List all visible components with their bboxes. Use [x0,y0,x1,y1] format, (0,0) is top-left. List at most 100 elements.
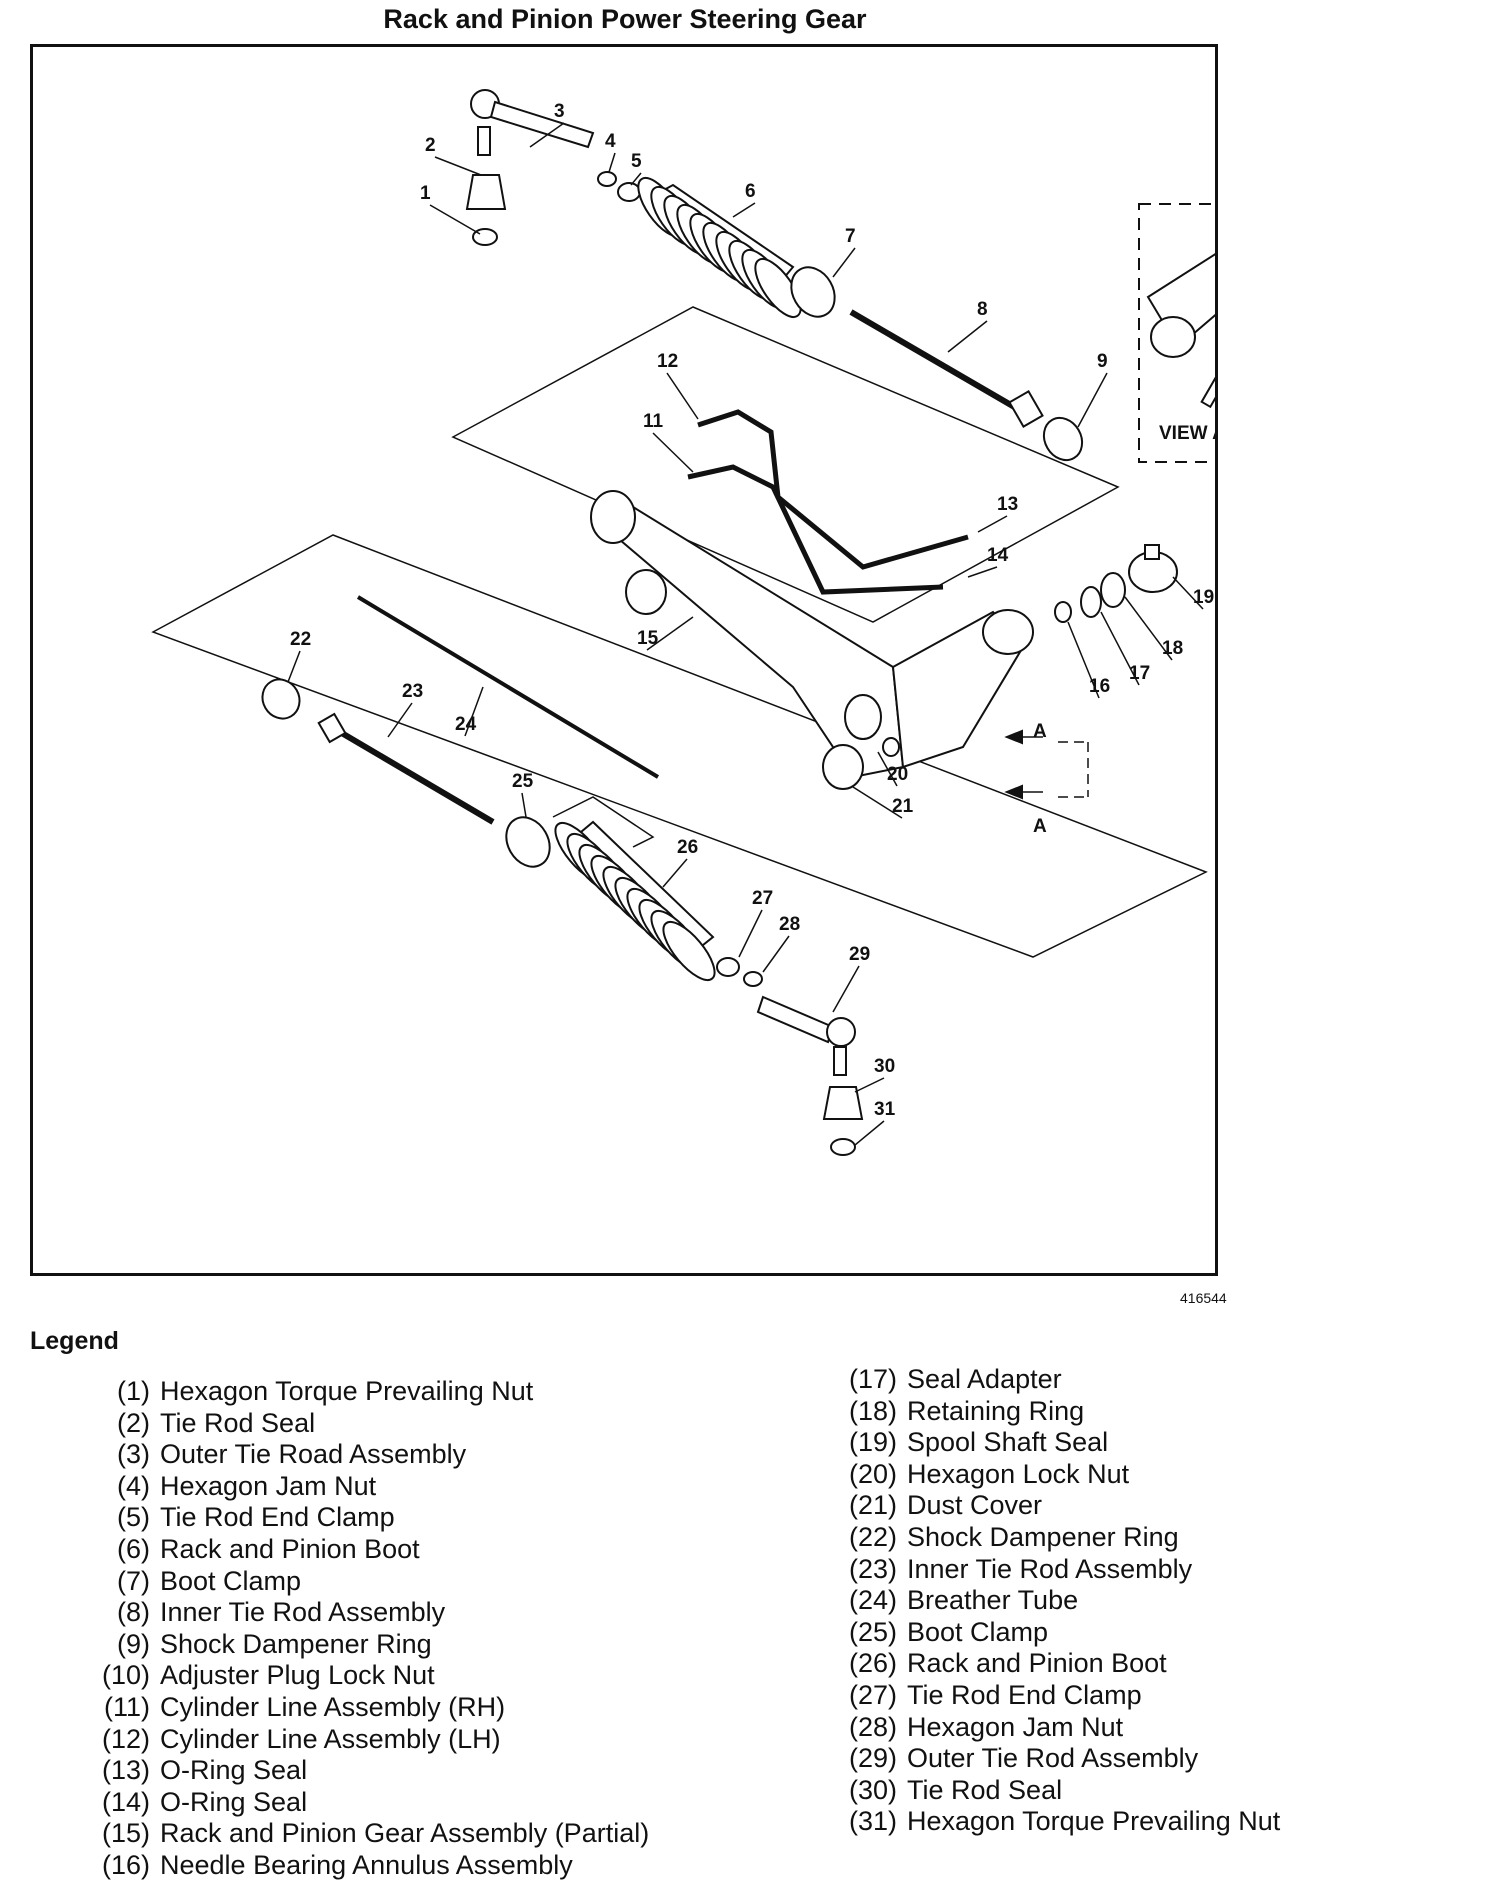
callout-number: 16 [1089,676,1110,697]
legend-item-label: Tie Rod Seal [907,1774,1063,1805]
callout-number: 12 [657,351,678,372]
callout-number: 25 [512,771,534,792]
legend-item-label: Hexagon Torque Prevailing Nut [160,1376,534,1406]
legend-item-label: Rack and Pinion Gear Assembly (Partial) [160,1818,650,1849]
callout-number: 15 [637,628,659,649]
legend-item: (19) Spool Shaft Seal [835,1427,1280,1459]
legend-item-label: O-Ring Seal [160,1786,308,1817]
legend-item: (5)Tie Rod End Clamp [78,1502,649,1534]
boot-clamp-upper [790,266,836,318]
callout-number: 22 [290,629,311,650]
legend-item-label: Shock Dampener Ring [907,1521,1179,1552]
callout-number: 7 [845,226,856,247]
legend-item-number: (1) [117,1376,150,1406]
jam-nut-lower [743,971,763,987]
breather-tube [356,595,660,779]
legend-item-number: (23) [848,1553,897,1584]
outer-tie-rod-lower [756,995,864,1156]
boot-lower [554,820,716,982]
legend-item: (21)Dust Cover [835,1490,1280,1522]
lower-group-plane [151,534,1208,958]
callout-leader-line [738,909,763,958]
legend-item-label: Boot Clamp [907,1616,1049,1647]
callout-leader-line [977,515,1008,533]
legend-item: (28)Hexagon Jam Nut [835,1712,1280,1744]
callout-number: 27 [752,888,773,909]
boot-clamp-lower [505,816,551,868]
callout-leader-line [666,372,699,420]
legend-item-number: (26) [848,1648,897,1679]
callout-leader-line [854,1120,885,1146]
legend-item-number: (29) [848,1743,897,1774]
legend-item-number: (3) [117,1439,150,1470]
inner-tie-rod-lower [317,712,495,825]
legend-item: (31)Hexagon Torque Prevailing Nut [835,1806,1280,1838]
callout-number: 28 [779,914,800,935]
legend-item: (25)Boot Clamp [835,1617,1280,1649]
legend-item-label: Spool Shaft Seal [907,1427,1109,1458]
dust-cover [822,744,864,790]
legend-title: Legend [30,1327,119,1355]
legend-item: (1) Hexagon Torque Prevailing Nut [78,1376,649,1408]
legend-item-number: (13) [101,1755,150,1786]
rack-pinion-housing [590,490,1034,779]
legend-item: (30)Tie Rod Seal [835,1775,1280,1807]
legend-item-label: Boot Clamp [160,1565,302,1596]
legend-item-label: Tie Rod Seal [160,1407,316,1438]
callout-leader-line [387,702,413,738]
callout-leader-line [434,156,482,176]
legend-item-label: Outer Tie Rod Assembly [907,1743,1199,1774]
legend-column-1: (1) Hexagon Torque Prevailing Nut (2) Tie R… [78,1376,649,1882]
legend-item: (8)Inner Tie Rod Assembly [78,1597,649,1629]
legend-item-label: Rack and Pinion Boot [160,1533,420,1564]
callout-number: 1 [420,183,431,204]
legend-item-number: (8) [117,1597,150,1628]
callout-number: 17 [1129,663,1150,684]
legend-item-label: Breather Tube [907,1585,1079,1616]
clamp-upper [617,182,641,202]
callout-number: 29 [849,944,870,965]
inner-tie-rod-upper [849,309,1044,428]
callout-number: 9 [1097,351,1108,372]
callout-number: 24 [455,714,477,735]
legend-item: (10)Adjuster Plug Lock Nut [78,1660,649,1692]
callout-leader-line [1077,372,1108,428]
boot-rib [754,258,802,318]
legend-item: (16) Needle Bearing Annulus Assembly [78,1850,649,1882]
legend-item-number: (20) [848,1458,897,1489]
cylinder-line-rh [687,464,944,595]
callout-number: 21 [892,796,914,817]
jam-nut-upper [597,171,617,187]
legend-item-number: (19) [848,1427,897,1458]
adjuster-lock-nut [1200,365,1215,409]
outer-tie-rod-upper [465,89,595,246]
legend-item-label: Shock Dampener Ring [160,1628,432,1659]
legend-item-number: (18) [848,1395,897,1426]
legend-item-label: O-Ring Seal [160,1755,308,1786]
legend-item: (7)Boot Clamp [78,1566,649,1598]
spool-shaft-seal [1128,544,1178,593]
legend-item-label: Cylinder Line Assembly (LH) [160,1723,501,1754]
callout-leader-line [967,566,998,578]
legend-item-label: Needle Bearing Annulus Assembly [160,1849,573,1880]
legend-item-number: (27) [848,1679,897,1710]
section-marker-bottom: A [1033,816,1047,837]
upper-group-plane [451,306,1120,623]
callout-number: 30 [874,1056,895,1077]
callout-leader-line [852,786,903,819]
legend-item: (24)Breather Tube [835,1585,1280,1617]
legend-item: (26)Rack and Pinion Boot [835,1648,1280,1680]
legend-item-number: (31) [848,1806,897,1837]
legend-item-number: (21) [848,1490,897,1521]
boot-upper [637,177,802,318]
callout-number: 6 [745,181,756,202]
callout-leader-line [762,935,790,973]
legend-item-number: (16) [101,1849,150,1880]
legend-item: (22)Shock Dampener Ring [835,1522,1280,1554]
legend-item-label: Seal Adapter [907,1364,1062,1394]
callout-number: 18 [1162,638,1183,659]
callout-number: 13 [997,494,1018,515]
callout-leader-line [854,1077,885,1093]
legend-item-number: (2) [117,1407,150,1438]
legend-item: (2) Tie Rod Seal [78,1408,649,1440]
